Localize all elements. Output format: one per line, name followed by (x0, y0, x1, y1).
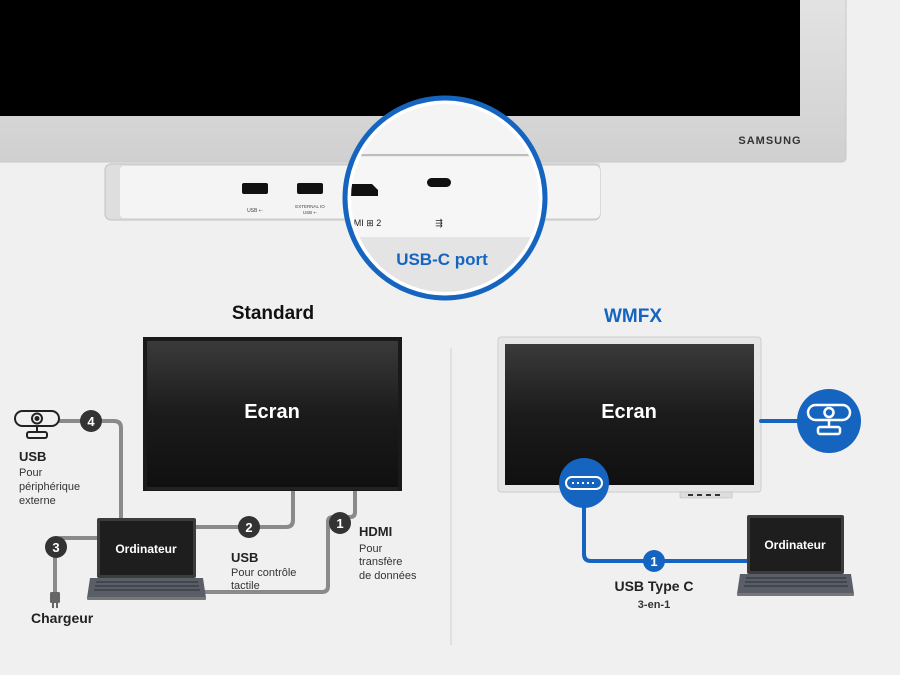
usb-touch-desc-1: Pour contrôle (231, 567, 296, 579)
usb-ext-desc-1: Pour (19, 467, 43, 479)
cable-usb-c (582, 493, 750, 563)
standard-laptop: Ordinateur (87, 518, 206, 600)
wmfx-laptop: Ordinateur (737, 515, 854, 596)
wmfx-webcam-icon (797, 389, 861, 453)
hdmi-port-label: HDMI ⊞ 2 (341, 218, 382, 228)
usb-ext-title: USB (19, 449, 46, 464)
hdmi-desc-2: transfère (359, 556, 402, 568)
webcam-icon (14, 410, 60, 439)
usb-c-port (427, 178, 451, 187)
charger-plug (50, 592, 60, 608)
charger-label: Chargeur (31, 610, 94, 626)
step-badge-2: 2 (238, 516, 260, 538)
svg-text:2: 2 (245, 520, 252, 535)
magnifier-label: USB-C port (396, 250, 488, 269)
step-badge-3: 3 (45, 536, 67, 558)
wmfx-step-badge-1: 1 (643, 550, 665, 572)
usb-c-connector-icon (559, 458, 609, 508)
standard-laptop-label: Ordinateur (115, 542, 177, 556)
wmfx-laptop-label: Ordinateur (764, 538, 826, 552)
cable-hdmi (203, 490, 357, 594)
step-badge-1: 1 (329, 512, 351, 534)
usb-c-port-label: ⇶ (435, 218, 443, 228)
usb-a-port-1 (242, 183, 268, 194)
wmfx-cables (582, 419, 802, 563)
svg-text:3: 3 (52, 540, 59, 555)
port-label-2b: USB ⇠ (303, 210, 318, 215)
standard-screen: Ecran (143, 337, 402, 491)
hdmi-desc-1: Pour (359, 543, 383, 555)
wmfx-screen: Ecran (497, 336, 762, 499)
step-badge-4: 4 (80, 410, 102, 432)
svg-text:1: 1 (336, 516, 343, 531)
usb-type-c-sub: 3-en-1 (638, 599, 670, 611)
hdmi-title: HDMI (359, 524, 392, 539)
usb-type-c-title: USB Type C (614, 578, 693, 594)
usb-touch-title: USB (231, 550, 258, 565)
usb-touch-desc-2: tactile (231, 580, 260, 592)
cable-usb-ext (58, 419, 123, 521)
wmfx-screen-label: Ecran (601, 401, 657, 423)
usb-ext-desc-3: externe (19, 495, 56, 507)
svg-text:1: 1 (650, 554, 657, 569)
cable-usb-touch (191, 490, 295, 529)
usb-c-magnifier: HDMI ⊞ 2 ⇶ USB-C port (341, 95, 548, 301)
usb-a-port-2 (297, 183, 323, 194)
standard-screen-label: Ecran (244, 401, 300, 423)
svg-text:4: 4 (87, 414, 95, 429)
port-label-2a: EXTERNAL IO (295, 204, 325, 209)
hdmi-port (348, 184, 378, 196)
top-monitor: SAMSUNG (0, 0, 847, 163)
standard-title: Standard (232, 303, 314, 324)
hdmi-desc-3: de données (359, 570, 417, 582)
port-label-1: USB ⇠ (247, 208, 263, 214)
usb-ext-desc-2: périphérique (19, 481, 80, 493)
wmfx-title: WMFX (604, 306, 662, 327)
brand-logo: SAMSUNG (738, 135, 801, 147)
